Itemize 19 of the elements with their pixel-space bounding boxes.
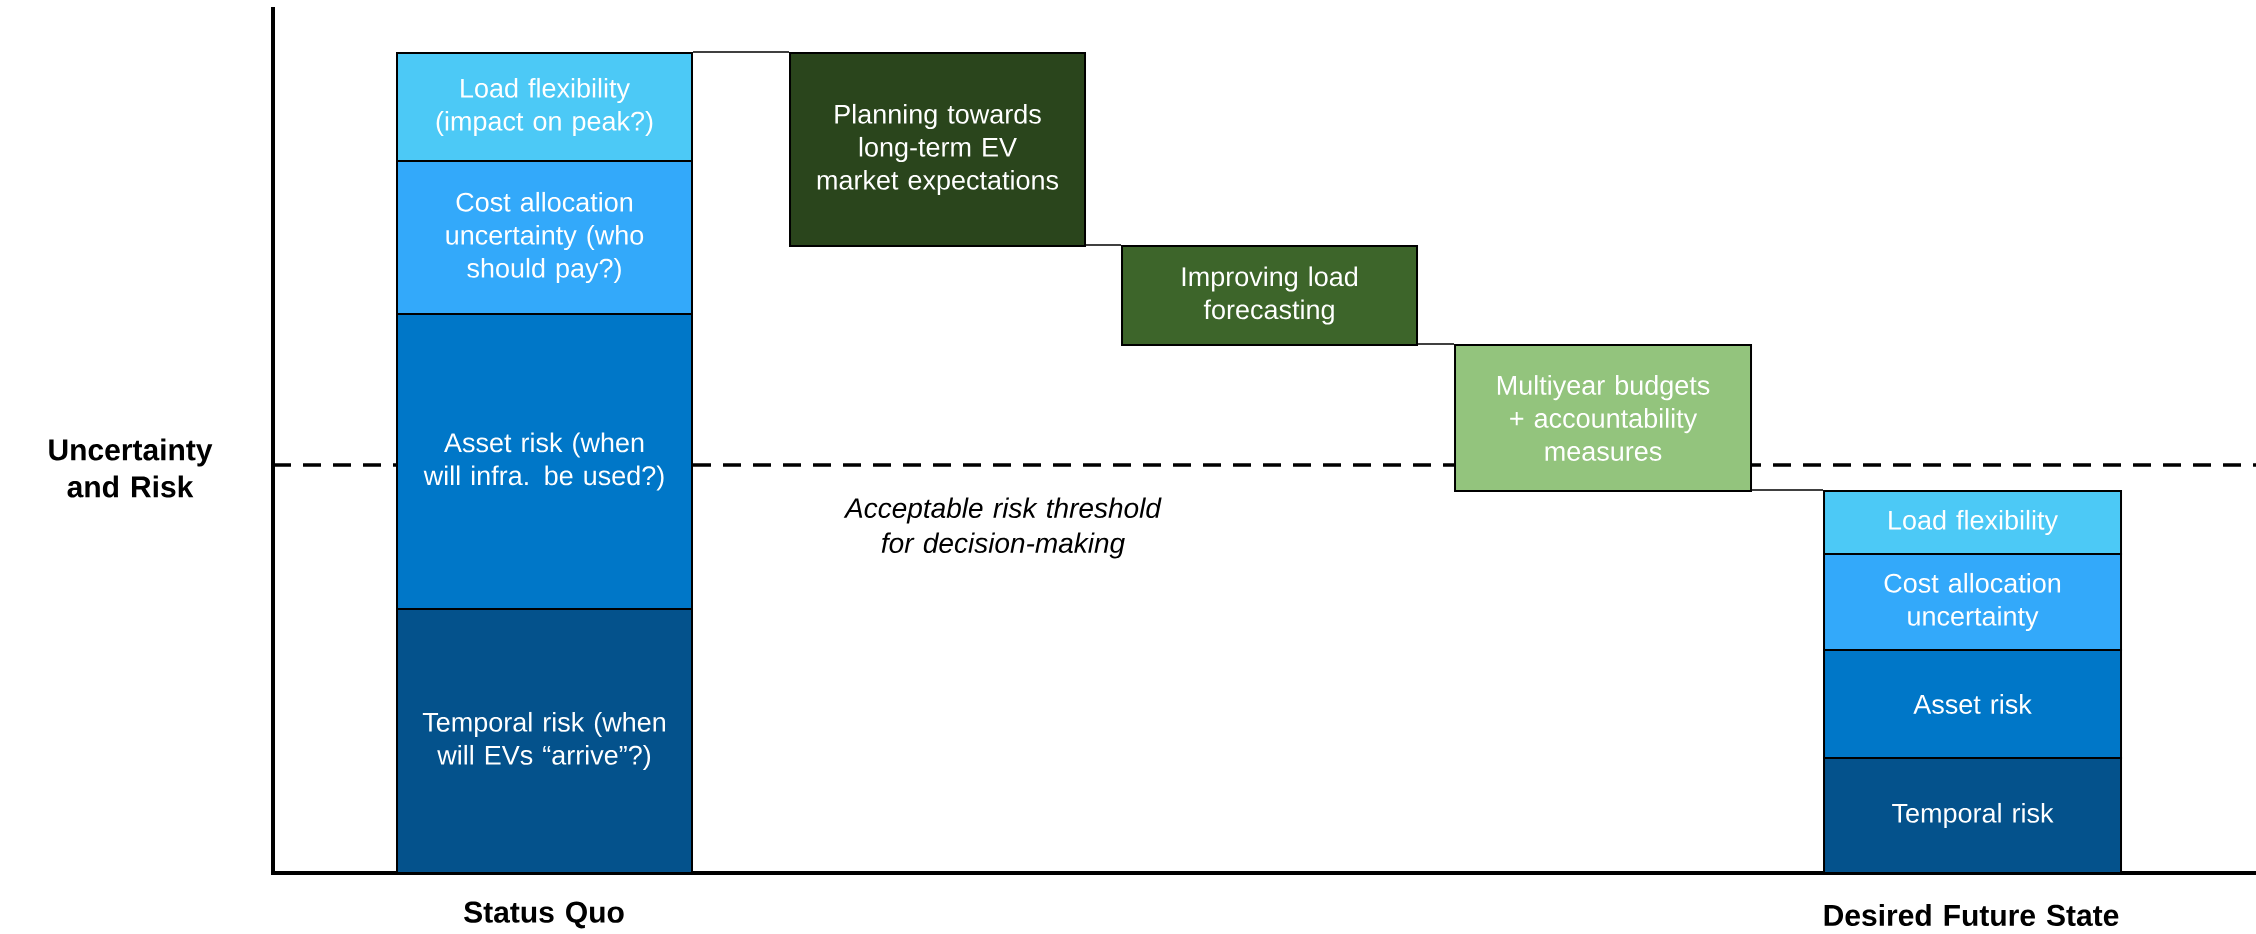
connector-line	[692, 51, 790, 53]
axis-label: Desired Future State	[1824, 904, 2119, 927]
risk-block: Load flexibility	[1823, 490, 2123, 555]
axis-label: Uncertainty and Risk	[49, 438, 213, 498]
risk-block: Load flexibility (impact on peak?)	[396, 52, 693, 162]
risk-block: Cost allocation uncertainty (who should pay?)	[396, 160, 693, 315]
action-box: Planning towards long-term EV market expectations	[789, 52, 1086, 247]
risk-block: Temporal risk	[1823, 757, 2123, 874]
risk-block: Cost allocation uncertainty	[1823, 553, 2123, 651]
risk-block: Asset risk	[1823, 649, 2123, 759]
connector-line	[1751, 489, 1824, 491]
connector-line	[1417, 343, 1455, 345]
action-box: Improving load forecasting	[1121, 245, 1418, 346]
risk-block: Asset risk (when will infra. be used?)	[396, 313, 693, 610]
threshold-label: Acceptable risk threshold for decision-making	[843, 497, 1162, 559]
axis-label: Status Quo	[464, 901, 624, 929]
action-box: Multiyear budgets + accountability measures	[1454, 344, 1752, 492]
risk-block: Temporal risk (when will EVs “arrive”?)	[396, 608, 693, 874]
connector-line	[1085, 244, 1122, 246]
